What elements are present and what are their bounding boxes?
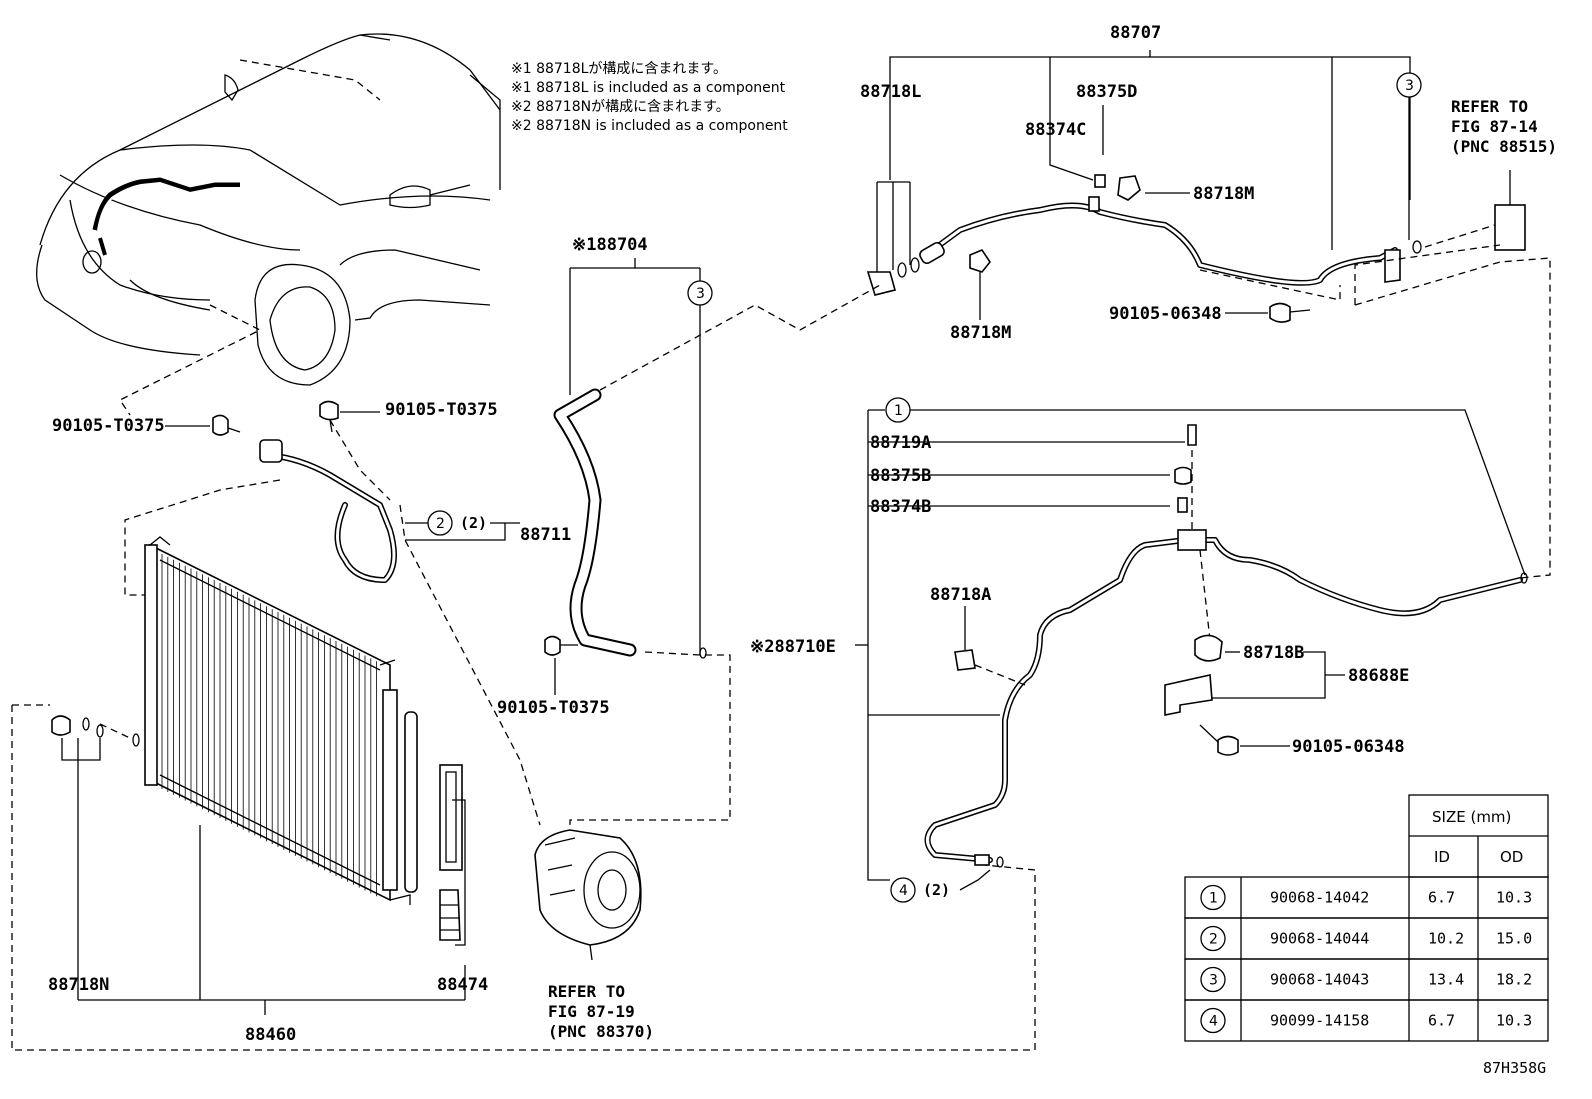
note-line-2: ※1 88718L is included as a component: [511, 80, 786, 96]
refer-low-1: REFER TO: [548, 982, 625, 1001]
label-90105-T0375-b: 90105-T0375: [385, 400, 498, 420]
label-88710E: ※288710E: [750, 637, 836, 657]
note-line-4: ※2 88718N is included as a component: [511, 118, 788, 134]
label-90105-06348-low: 90105-06348: [1292, 737, 1405, 757]
label-88704: ※188704: [572, 235, 648, 255]
table-part-number: 90068-14044: [1270, 930, 1369, 948]
refer-top-3: (PNC 88515): [1451, 137, 1557, 156]
table-od-value: 15.0: [1496, 930, 1532, 948]
condenser-fins: [161, 554, 378, 897]
label-88718M-low: 88718M: [950, 323, 1011, 343]
circle-ref-2-text: 2: [436, 516, 445, 532]
assembly-88711: 90105-T0375 90105-T0375 2 (2) 88711: [52, 400, 571, 826]
label-88711: 88711: [520, 525, 571, 545]
table-header-size: SIZE (mm): [1432, 808, 1511, 826]
label-88460: 88460: [245, 1025, 296, 1045]
table-row: [1184, 999, 1549, 1042]
circle-ref-1-text: 1: [894, 403, 903, 419]
assembly-88710E: 1 88719A 88375B 88374B ※288710E 88718A 8…: [750, 397, 1528, 903]
label-88718A: 88718A: [930, 585, 991, 605]
note-line-3: ※2 88718Nが構成に含まれます。: [511, 99, 730, 115]
label-90105-T0375-c: 90105-T0375: [497, 698, 610, 718]
table-key-circle: [1200, 884, 1226, 911]
label-88707: 88707: [1110, 23, 1161, 43]
label-90105-06348-top: 90105-06348: [1109, 304, 1222, 324]
refer-top-1: REFER TO: [1451, 97, 1528, 116]
label-88718L: 88718L: [860, 82, 921, 102]
table-key: 3: [1209, 973, 1218, 989]
table-key-circle: [1200, 966, 1226, 993]
circle-ref-3-top-text: 3: [1405, 78, 1414, 94]
table-id-value: 6.7: [1428, 1012, 1455, 1030]
compressor: REFER TO FIG 87-19 (PNC 88370): [534, 829, 654, 1041]
table-part-number: 90068-14042: [1270, 889, 1369, 907]
assembly-88704: ※188704 3 90105-T0375: [497, 235, 881, 850]
refer-top-2: FIG 87-14: [1451, 117, 1538, 136]
table-part-number: 90068-14043: [1270, 971, 1369, 989]
circle-ref-3-mid-text: 3: [696, 286, 705, 302]
table-id-value: 10.2: [1428, 930, 1464, 948]
table-key-circle: [1200, 925, 1226, 952]
table-od-value: 10.3: [1496, 889, 1532, 907]
car-illustration: [36, 33, 501, 416]
refer-low-2: FIG 87-19: [548, 1002, 635, 1021]
label-88474: 88474: [437, 975, 488, 995]
table-id-value: 6.7: [1428, 889, 1455, 907]
refer-low-3: (PNC 88370): [548, 1022, 654, 1041]
table-od-value: 18.2: [1496, 971, 1532, 989]
label-88719A: 88719A: [870, 433, 931, 453]
size-table: SIZE (mm) ID OD 1 90068-14042 6.7 10.3 2 9006…: [1184, 794, 1549, 1042]
label-88375D: 88375D: [1076, 82, 1137, 102]
condenser-88460: 88718N 88460 88474: [11, 536, 1036, 1051]
table-rows: 1 90068-14042 6.7 10.3 2 90068-14044 10.2 15.0 3…: [1184, 876, 1549, 1042]
note-line-1: ※1 88718Lが構成に含まれます。: [511, 61, 727, 77]
table-key: 1: [1209, 891, 1218, 907]
table-od-value: 10.3: [1496, 1012, 1532, 1030]
label-88718N: 88718N: [48, 975, 109, 995]
label-88718M-top: 88718M: [1193, 184, 1254, 204]
label-90105-T0375-a: 90105-T0375: [52, 416, 165, 436]
label-88374B: 88374B: [870, 497, 931, 517]
circle-ref-4-text: 4: [899, 883, 908, 899]
circle-ref-1: [885, 397, 911, 423]
label-88374C: 88374C: [1025, 120, 1086, 140]
circle-ref-3-mid: [687, 280, 713, 306]
assembly-88707: 88707 88718L 88375D 88374C 3 88718M 8871…: [860, 23, 1557, 579]
label-88718B: 88718B: [1243, 643, 1304, 663]
figure-code: 87H358G: [1483, 1059, 1546, 1077]
table-id-value: 13.4: [1428, 971, 1464, 989]
table-key: 4: [1209, 1014, 1218, 1030]
label-88688E: 88688E: [1348, 666, 1409, 686]
notes-block: ※1 88718Lが構成に含まれます。 ※1 88718L is include…: [511, 61, 788, 134]
circle-ref-4: [890, 877, 916, 903]
table-part-number: 90099-14158: [1270, 1012, 1369, 1030]
table-header-od: OD: [1500, 848, 1523, 866]
label-88711-qty: (2): [460, 514, 487, 532]
table-key-circle: [1200, 1007, 1226, 1034]
label-88375B: 88375B: [870, 466, 931, 486]
table-header-id: ID: [1434, 848, 1450, 866]
label-ring4-qty: (2): [923, 881, 950, 899]
table-key: 2: [1209, 932, 1218, 948]
